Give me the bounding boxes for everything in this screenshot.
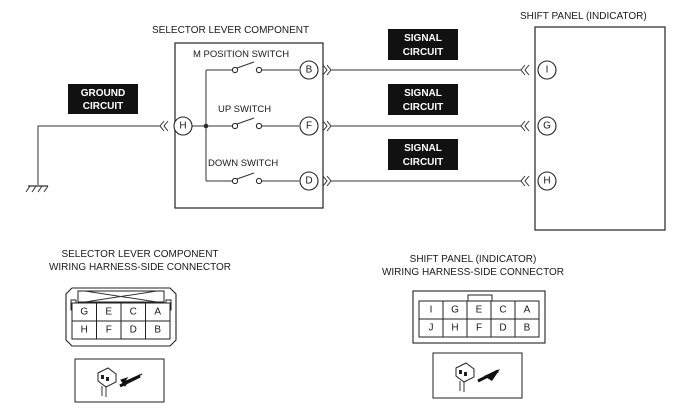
- selector-pin-up: F: [299, 116, 319, 136]
- svg-text:G: G: [543, 121, 551, 132]
- down-switch-label: DOWN SWITCH: [208, 158, 278, 169]
- svg-text:F: F: [306, 121, 312, 132]
- svg-text:B: B: [306, 65, 313, 76]
- ground-connector-mark: [159, 120, 169, 132]
- svg-text:SIGNAL: SIGNAL: [404, 33, 442, 44]
- selector-connector-cell: [145, 320, 171, 340]
- selector-lever-title: SELECTOR LEVER COMPONENT: [152, 25, 309, 36]
- panel-pin-down: H: [537, 171, 557, 191]
- selector-connector-pin-label: E: [105, 307, 112, 318]
- panel-connector-pin-label: C: [499, 305, 506, 316]
- svg-text:H: H: [543, 176, 550, 187]
- selector-internal-bus: [192, 69, 232, 182]
- svg-text:D: D: [305, 176, 312, 187]
- ground-circuit-badge: GROUND CIRCUIT: [68, 84, 138, 114]
- panel-connector-pin-label: I: [430, 305, 433, 316]
- m-position-switch: [231, 61, 299, 74]
- selector-connector-face: G E C A H F D B: [65, 287, 177, 347]
- signal-circuit-badge-up: SIGNAL CIRCUIT: [388, 84, 458, 115]
- selector-connector-title-2: WIRING HARNESS-SIDE CONNECTOR: [49, 262, 231, 273]
- panel-connector-cell: [514, 318, 540, 338]
- panel-pin-m-position: I: [537, 60, 557, 80]
- svg-text:CIRCUIT: CIRCUIT: [83, 101, 124, 112]
- signal-circuit-badge-down: SIGNAL CIRCUIT: [388, 139, 458, 170]
- up-switch-label: UP SWITCH: [218, 104, 271, 115]
- selector-pin-down: D: [299, 171, 319, 191]
- svg-text:H: H: [179, 121, 186, 132]
- selector-connector-pin-label: D: [130, 325, 137, 336]
- selector-connector-pin-label: F: [106, 325, 112, 336]
- svg-text:CIRCUIT: CIRCUIT: [403, 157, 444, 168]
- selector-pin-ground: H: [173, 116, 193, 136]
- selector-connector-pin-label: A: [154, 307, 161, 318]
- down-switch: [231, 172, 299, 185]
- selector-connector-pin-label: H: [81, 325, 88, 336]
- signal-wire-m-position: [322, 64, 530, 76]
- selector-connector-view-icon: [74, 358, 165, 403]
- panel-connector-pin-label: G: [451, 305, 459, 316]
- panel-connector-pin-label: H: [451, 323, 458, 334]
- svg-text:CIRCUIT: CIRCUIT: [403, 102, 444, 113]
- panel-connector-pin-label: E: [476, 305, 483, 316]
- svg-text:I: I: [546, 65, 549, 76]
- selector-connector-title-1: SELECTOR LEVER COMPONENT: [61, 249, 218, 260]
- shift-panel-title: SHIFT PANEL (INDICATOR): [520, 11, 647, 22]
- up-switch: [231, 117, 299, 130]
- panel-connector-pin-label: F: [476, 323, 482, 334]
- panel-connector-pin-label: B: [524, 323, 531, 334]
- selector-connector-pin-label: G: [80, 307, 88, 318]
- panel-connector-pin-label: D: [499, 323, 506, 334]
- selector-connector-pin-label: C: [130, 307, 137, 318]
- svg-text:GROUND: GROUND: [81, 88, 125, 99]
- panel-connector-view-icon: [432, 352, 523, 399]
- panel-connector-pin-label: A: [524, 305, 531, 316]
- signal-wire-up: [322, 120, 530, 132]
- signal-circuit-badge-m: SIGNAL CIRCUIT: [388, 29, 458, 60]
- panel-connector-title-1: SHIFT PANEL (INDICATOR): [410, 254, 537, 265]
- ground-symbol: [25, 125, 160, 193]
- svg-text:SIGNAL: SIGNAL: [404, 143, 442, 154]
- panel-connector-pin-label: J: [429, 323, 434, 334]
- svg-text:CIRCUIT: CIRCUIT: [403, 47, 444, 58]
- signal-wire-down: [322, 175, 530, 187]
- panel-connector-title-2: WIRING HARNESS-SIDE CONNECTOR: [382, 267, 564, 278]
- selector-connector-pin-label: B: [154, 325, 161, 336]
- svg-text:SIGNAL: SIGNAL: [404, 88, 442, 99]
- selector-pin-m-position: B: [299, 60, 319, 80]
- shift-panel-box: [534, 26, 666, 231]
- panel-pin-up: G: [537, 116, 557, 136]
- m-position-switch-label: M POSITION SWITCH: [193, 49, 289, 60]
- panel-connector-face: I G E C A J H F D B: [412, 290, 546, 344]
